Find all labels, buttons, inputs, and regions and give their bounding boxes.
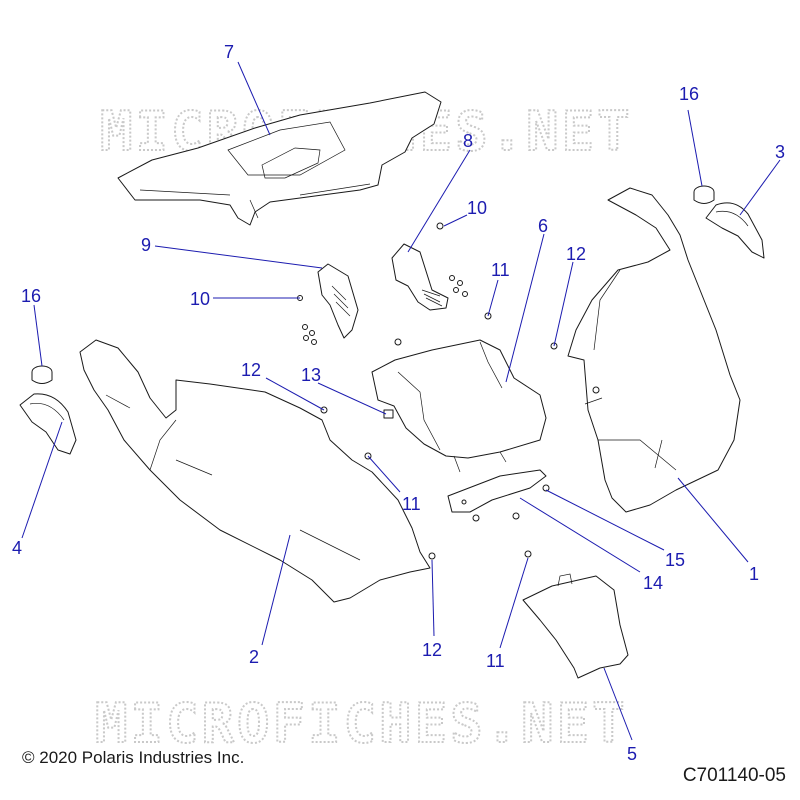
callout-3: 3: [775, 142, 785, 162]
leader-4: [21, 421, 63, 539]
callout-11-bottom: 11: [486, 651, 505, 671]
callout-10-upper: 10: [467, 198, 487, 218]
callout-16-left: 16: [21, 286, 41, 306]
callout-6: 6: [538, 216, 548, 236]
leader-10-upper: [443, 214, 468, 227]
callout-2: 2: [249, 647, 259, 667]
callout-15: 15: [665, 550, 685, 570]
leader-lines: [21, 61, 781, 741]
leader-11-middle: [367, 455, 401, 493]
part-8-bracket: [391, 243, 449, 311]
leader-1: [677, 477, 749, 563]
leader-13: [317, 382, 387, 415]
leader-12-left: [265, 377, 325, 411]
part-16-right-grommet: [693, 185, 715, 204]
watermark-bottom: MICROFICHES.NET: [95, 692, 628, 755]
part-4-left-vent: [19, 393, 77, 455]
leader-16-right: [687, 109, 703, 187]
leader-15: [545, 489, 665, 551]
part-6-center-console: [371, 339, 547, 473]
part-7-dash-panel: [117, 91, 442, 226]
callout-7: 7: [224, 42, 234, 62]
leader-5: [603, 667, 633, 741]
callout-11-middle: 11: [402, 494, 421, 514]
leader-9: [154, 245, 323, 269]
callouts: 7 8 10 6 11 12 9 10 16 3 16 4 12 13 11 2…: [12, 42, 785, 764]
leader-6: [505, 233, 545, 383]
callout-12-bottom: 12: [422, 640, 442, 660]
part-1-right-side-panel: [567, 187, 741, 513]
leader-7: [237, 61, 271, 136]
callout-9: 9: [141, 235, 151, 255]
part-14-bracket: [447, 469, 550, 522]
leader-16-left: [33, 304, 43, 367]
leader-8: [407, 149, 471, 253]
diagram-code: C701140-05: [682, 765, 786, 786]
leader-3: [739, 159, 781, 216]
callout-1: 1: [749, 564, 759, 584]
callout-12-left: 12: [241, 360, 261, 380]
part-3-right-vent: [705, 202, 765, 259]
part-5-lower-panel: [522, 573, 629, 679]
part-9-bracket: [297, 263, 359, 345]
callout-16-right: 16: [679, 84, 699, 104]
callout-8: 8: [463, 131, 473, 151]
leader-2: [261, 534, 291, 646]
callout-4: 4: [12, 538, 22, 558]
part-2-left-side-panel: [79, 339, 431, 603]
callout-11-upper: 11: [491, 260, 510, 280]
callout-12-right: 12: [566, 244, 586, 264]
leader-14: [519, 497, 641, 573]
callout-14: 14: [643, 573, 663, 593]
leader-11-bottom: [499, 557, 529, 649]
part-10-nuts-upper: [436, 222, 468, 297]
callout-10-left: 10: [190, 289, 210, 309]
leader-11-upper: [487, 279, 499, 317]
copyright-text: © 2020 Polaris Industries Inc.: [22, 748, 245, 767]
leader-12-bottom: [431, 559, 435, 637]
callout-5: 5: [627, 744, 637, 764]
leader-12-right: [553, 261, 574, 347]
part-16-left-grommet: [31, 365, 53, 384]
callout-13: 13: [301, 365, 321, 385]
fasteners: [320, 312, 600, 560]
